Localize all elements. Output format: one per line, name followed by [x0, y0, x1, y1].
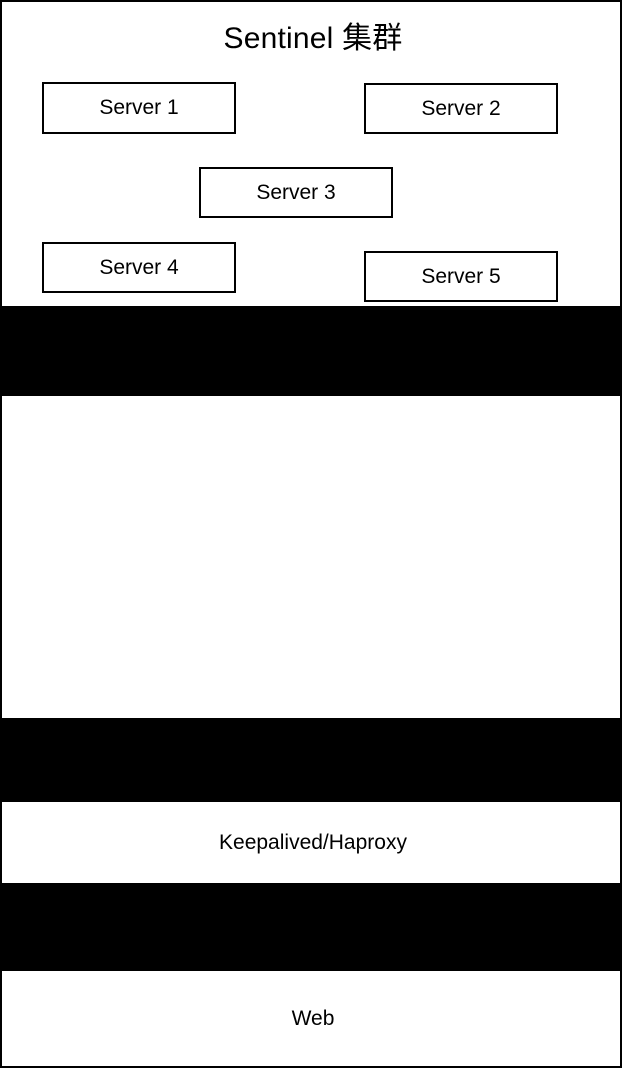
separator-band-2	[2, 718, 620, 802]
sentinel-cluster-title: Sentinel 集群	[223, 22, 403, 55]
server-node-4-label: Server 4	[99, 255, 179, 279]
load-balancer-label: Keepalived/Haproxy	[219, 831, 407, 854]
redis-panel: Redis Master Redis Slave	[2, 396, 620, 1066]
server-node-2-label: Server 2	[421, 96, 501, 120]
separator-band-1	[2, 306, 620, 396]
server-node-4[interactable]: Server 4	[42, 242, 236, 293]
server-node-2[interactable]: Server 2	[364, 83, 558, 134]
web-client-panel	[2, 971, 620, 1066]
server-node-5-label: Server 5	[421, 264, 501, 288]
web-client-label: Web	[291, 1007, 335, 1030]
sentinel-cluster-panel: Sentinel 集群 Server 1 Server 2 Server 3 S…	[2, 2, 620, 306]
server-node-3[interactable]: Server 3	[199, 167, 393, 218]
server-node-5[interactable]: Server 5	[364, 251, 558, 302]
server-node-1-label: Server 1	[99, 96, 179, 119]
load-balancer-panel	[2, 802, 620, 883]
server-node-1[interactable]: Server 1	[42, 82, 236, 134]
separator-band-3	[2, 883, 620, 971]
server-node-3-label: Server 3	[256, 180, 336, 204]
